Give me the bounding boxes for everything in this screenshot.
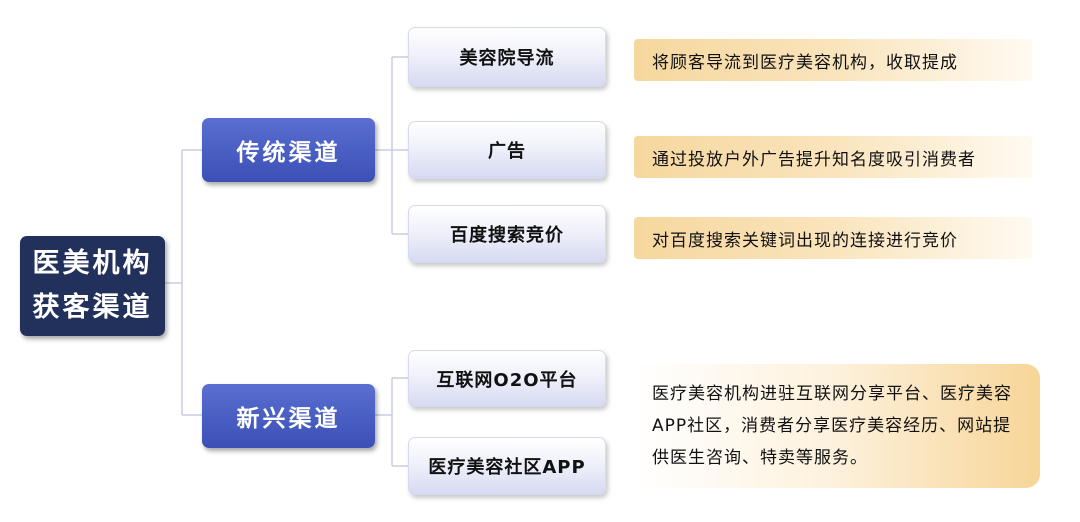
description-text: 通过投放户外广告提升知名度吸引消费者 <box>652 149 976 170</box>
connector-emerging <box>375 377 408 467</box>
channel-label: 互联网O2O平台 <box>436 369 578 391</box>
connector-traditional <box>375 56 408 235</box>
channel-label: 广告 <box>488 141 526 162</box>
description-baidu-bidding: 对百度搜索关键词出现的连接进行竞价 <box>634 217 1032 259</box>
category-label: 新兴渠道 <box>236 406 341 432</box>
channel-label: 百度搜索竞价 <box>450 225 564 246</box>
description-text: 医疗美容机构进驻互联网分享平台、医疗美容APP社区，消费者分享医疗美容经历、网站… <box>652 384 1012 468</box>
description-beauty-salon: 将顾客导流到医疗美容机构，收取提成 <box>634 39 1032 81</box>
channel-label: 美容院导流 <box>459 48 555 69</box>
description-text: 对百度搜索关键词出现的连接进行竞价 <box>652 230 958 251</box>
root-node: 医美机构 获客渠道 <box>20 236 165 336</box>
category-traditional: 传统渠道 <box>202 118 375 182</box>
description-advertising: 通过投放户外广告提升知名度吸引消费者 <box>634 136 1032 178</box>
root-label-line1: 医美机构 <box>32 248 153 279</box>
description-emerging: 医疗美容机构进驻互联网分享平台、医疗美容APP社区，消费者分享医疗美容经历、网站… <box>634 364 1040 488</box>
channel-beauty-salon: 美容院导流 <box>408 27 606 87</box>
channel-baidu-bidding: 百度搜索竞价 <box>408 205 606 263</box>
channel-community-app: 医疗美容社区APP <box>408 437 606 495</box>
connector-root <box>165 149 202 416</box>
description-text: 将顾客导流到医疗美容机构，收取提成 <box>652 52 958 73</box>
channel-advertising: 广告 <box>408 121 606 179</box>
channel-label: 医疗美容社区APP <box>428 457 586 478</box>
category-emerging: 新兴渠道 <box>202 384 375 448</box>
channel-o2o-platform: 互联网O2O平台 <box>408 350 606 407</box>
category-label: 传统渠道 <box>236 140 341 166</box>
root-label-line2: 获客渠道 <box>32 292 153 323</box>
